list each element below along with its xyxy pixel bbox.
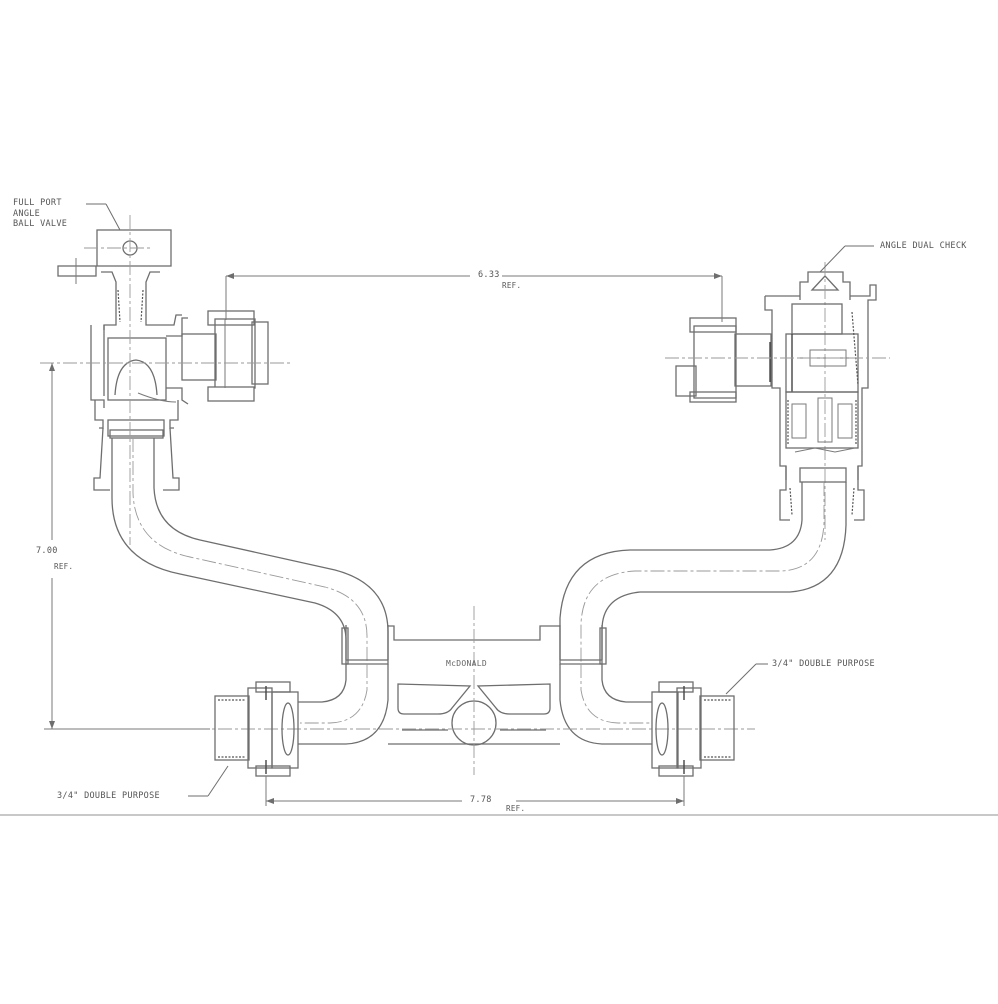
dimension-bottom-span xyxy=(265,776,685,806)
callout-ball-valve-line1: FULL PORT xyxy=(13,198,62,208)
dim-bottom-note: REF. xyxy=(506,804,526,813)
dual-check-lower-coupling xyxy=(779,466,865,521)
ball-valve-handle xyxy=(57,229,172,284)
callout-inlet-left: 3/4" DOUBLE PURPOSE xyxy=(57,791,160,801)
dim-bottom-value: 7.78 xyxy=(470,795,492,805)
right-s-pipe xyxy=(559,482,847,662)
dimension-height xyxy=(44,363,210,730)
left-base-coupling xyxy=(214,681,299,777)
ball-valve-body xyxy=(90,271,269,408)
dimension-top-span xyxy=(225,273,723,322)
callout-ball-valve: FULL PORT ANGLE BALL VALVE xyxy=(13,198,67,230)
yoke-base xyxy=(298,625,652,746)
left-s-pipe xyxy=(111,438,389,662)
brand-mark: McDONALD xyxy=(446,659,487,668)
dim-height-note: REF. xyxy=(54,562,74,571)
dim-top-value: 6.33 xyxy=(478,270,500,280)
dual-check-valve xyxy=(675,262,877,540)
callout-dual-check: ANGLE DUAL CHECK xyxy=(880,241,967,251)
callout-outlet-right: 3/4" DOUBLE PURPOSE xyxy=(772,659,875,669)
dim-height-value: 7.00 xyxy=(36,546,58,556)
ball-valve-lower-coupling xyxy=(93,400,180,491)
dim-top-note: REF. xyxy=(502,281,522,290)
callout-ball-valve-line3: BALL VALVE xyxy=(13,219,68,230)
callout-ball-valve-line2: ANGLE xyxy=(13,208,41,219)
right-base-coupling xyxy=(651,681,735,777)
